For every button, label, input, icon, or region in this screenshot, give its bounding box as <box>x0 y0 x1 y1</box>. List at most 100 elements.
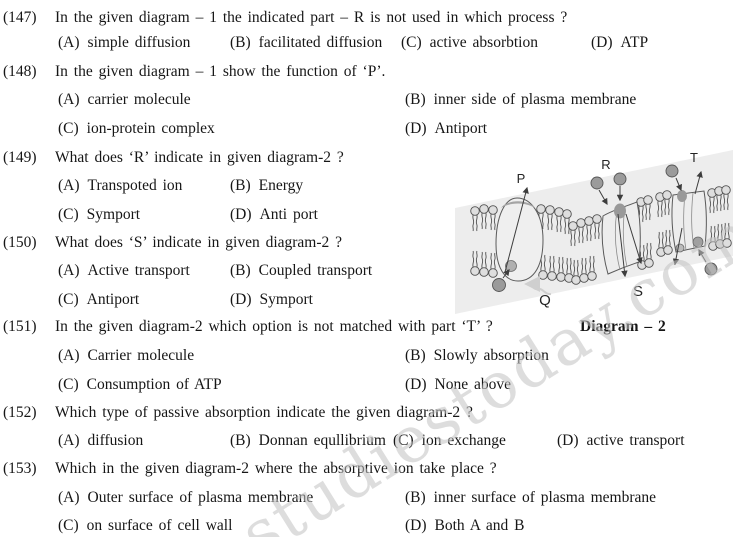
q151-option-c: (C)Consumption of ATP <box>58 375 222 394</box>
q148-option-a: (A) carrier molecule <box>58 90 191 109</box>
option-text: ion exchange <box>421 432 506 449</box>
q147-option-a: (A)simple diffusion <box>58 33 190 52</box>
option-text: inner side of plasma membrane <box>433 91 637 108</box>
q152-option-a: (A) diffusion <box>58 431 143 450</box>
option-text: Active transport <box>87 262 190 279</box>
option-label: (D) <box>405 376 427 393</box>
q150-option-d: (D) Symport <box>230 290 313 309</box>
binding-site <box>692 236 704 248</box>
option-text: Outer surface of plasma membrane <box>87 489 314 506</box>
binding-site <box>505 260 517 272</box>
q147-option-c: (C)active absorbtion <box>401 33 538 52</box>
carrier-protein <box>495 197 544 282</box>
q151-option-b: (B)Slowly absorption <box>405 346 549 365</box>
ion-particle <box>613 172 627 186</box>
q148-option-b: (B) inner side of plasma membrane <box>405 90 636 109</box>
diagram-caption: Diagram – 2 <box>580 318 666 335</box>
option-text: Anti port <box>259 206 318 223</box>
option-text: carrier molecule <box>87 91 191 108</box>
transport-arrow-p <box>504 186 529 273</box>
option-label: (A) <box>58 432 80 449</box>
antiport-channel-group: T <box>655 150 732 276</box>
question-151-number: (151) <box>3 318 37 335</box>
option-label: (D) <box>591 34 613 51</box>
option-text: Symport <box>86 206 141 223</box>
option-text: Antiport <box>86 291 140 308</box>
question-148-text: In the given diagram – 1 show the functi… <box>55 63 386 80</box>
option-text: Transpoted ion <box>87 177 183 194</box>
option-text: Symport <box>259 291 313 308</box>
transport-arrow-s <box>617 213 628 278</box>
option-text: inner surface of plasma membrane <box>433 489 656 506</box>
question-148-number: (148) <box>3 63 37 80</box>
question-151-text: In the given diagram-2 which option is n… <box>55 318 493 335</box>
q147-option-d: (D) ATP <box>591 33 648 52</box>
option-label: (C) <box>393 432 414 449</box>
q152-option-b: (B)Donnan equllibrium <box>230 431 386 450</box>
option-text: Coupled transport <box>258 262 373 279</box>
q150-option-a: (A) Active transport <box>58 261 190 280</box>
option-text: ATP <box>620 34 649 51</box>
option-label: (B) <box>405 347 426 364</box>
option-text: None above <box>434 376 511 393</box>
question-147-text: In the given diagram – 1 the indicated p… <box>55 9 568 26</box>
option-label: (D) <box>405 120 427 137</box>
option-label: (D) <box>230 291 252 308</box>
option-label: (C) <box>58 206 79 223</box>
option-label: (C) <box>58 291 79 308</box>
option-label: (A) <box>58 91 80 108</box>
q149-option-b: (B)Energy <box>230 176 303 195</box>
q152-option-d: (D)active transport <box>557 431 685 450</box>
option-text: on surface of cell wall <box>86 517 233 534</box>
option-label: (C) <box>58 517 79 534</box>
option-text: Donnan equllibrium <box>258 432 386 449</box>
option-text: Consumption of ATP <box>86 376 222 393</box>
uniport-carrier-group: P Q <box>470 171 574 309</box>
q153-option-a: (A) Outer surface of plasma membrane <box>58 488 313 507</box>
channel-mouth <box>677 190 687 202</box>
question-150-text: What does ‘S’ indicate in given diagram-… <box>55 234 343 251</box>
q151-option-d: (D) None above <box>405 375 511 394</box>
option-label: (A) <box>58 34 80 51</box>
question-150-number: (150) <box>3 234 37 251</box>
q153-option-d: (D) Both A and B <box>405 516 525 535</box>
ion-particle <box>704 262 718 276</box>
q149-option-c: (C) Symport <box>58 205 140 224</box>
option-text: Carrier molecule <box>87 347 195 364</box>
label-r: R <box>601 157 610 172</box>
option-label: (D) <box>405 517 427 534</box>
question-149-text: What does ‘R’ indicate in given diagram-… <box>55 149 344 166</box>
wavy-arrow-q <box>524 276 552 296</box>
q151-option-a: (A)Carrier molecule <box>58 346 194 365</box>
transport-arrow-s <box>625 213 643 265</box>
ion-arrow <box>698 248 707 263</box>
question-149-number: (149) <box>3 149 37 166</box>
question-152-number: (152) <box>3 404 37 421</box>
membrane-transport-diagram: P Q R S <box>455 150 733 314</box>
channel-mouth <box>614 203 626 219</box>
option-label: (A) <box>58 489 80 506</box>
option-label: (A) <box>58 177 80 194</box>
option-label: (B) <box>230 177 251 194</box>
transport-arrow-up <box>694 170 703 195</box>
option-label: (A) <box>58 262 80 279</box>
option-text: diffusion <box>87 432 144 449</box>
transport-arrow-down <box>672 227 683 266</box>
ion-arrow <box>502 269 510 279</box>
question-147-number: (147) <box>3 9 37 26</box>
q148-option-c: (C)ion-protein complex <box>58 119 215 138</box>
option-text: Both A and B <box>434 517 525 534</box>
option-label: (D) <box>557 432 579 449</box>
carrier-protein-cap <box>501 201 535 208</box>
option-text: facilitated diffusion <box>258 34 383 51</box>
label-s: S <box>633 283 643 300</box>
option-label: (D) <box>230 206 252 223</box>
option-label: (B) <box>405 91 426 108</box>
label-p: P <box>517 171 526 186</box>
ion-particle <box>665 164 679 178</box>
ion-particle <box>492 278 506 292</box>
ion-arrow <box>675 177 682 192</box>
q149-option-d: (D) Anti port <box>230 205 318 224</box>
q152-option-c: (C) ion exchange <box>393 431 506 450</box>
